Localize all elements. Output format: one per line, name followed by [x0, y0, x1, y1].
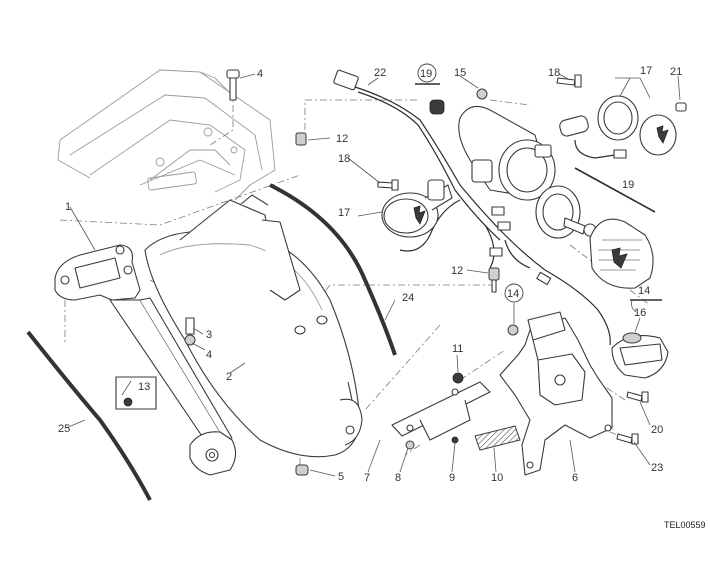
- callout-18-right: 18: [548, 67, 560, 79]
- callout-14-circled: 14: [504, 283, 524, 303]
- callout-labels: 1 2 3 4 4 5 6 7 8 9 10 11 12 12 13 14 14…: [58, 63, 682, 484]
- grommet: [429, 99, 445, 115]
- plate-light-nut: [507, 324, 519, 336]
- mudguard-screws: [184, 69, 307, 346]
- fasteners: [405, 372, 464, 450]
- callout-10: 10: [491, 472, 503, 484]
- callout-23: 23: [651, 462, 663, 474]
- side-edge-strip: [26, 330, 152, 501]
- tail-light-housing: [458, 105, 556, 201]
- spacer: [295, 464, 309, 476]
- callout-20: 20: [651, 424, 663, 436]
- callout-16: 16: [634, 307, 646, 319]
- callout-11: 11: [452, 343, 463, 355]
- callout-9: 9: [449, 472, 455, 484]
- callout-5: 5: [338, 471, 344, 483]
- callout-19-circled: 19: [417, 63, 437, 83]
- callout-15: 15: [454, 67, 466, 79]
- callout-1: 1: [65, 201, 71, 213]
- plate-holder: [499, 311, 613, 476]
- callout-25: 25: [58, 423, 70, 435]
- mount-screw: [488, 267, 500, 293]
- callout-12-lower: 12: [451, 265, 463, 277]
- rubber-nut: [476, 88, 488, 100]
- callout-19: 19: [622, 179, 634, 191]
- left-turn-indicator: [377, 179, 453, 238]
- callout-17-right: 17: [640, 65, 652, 77]
- callout-2: 2: [226, 371, 232, 383]
- frame-background: [57, 69, 276, 201]
- callout-19-circled-text: 19: [420, 68, 432, 80]
- callout-3: 3: [206, 329, 212, 341]
- callout-21: 21: [670, 66, 682, 78]
- plate-light: [611, 332, 669, 379]
- callout-14-circled-text: 14: [507, 288, 519, 300]
- callout-7: 7: [364, 472, 370, 484]
- callout-13: 13: [138, 381, 150, 393]
- reflector-bracket: [391, 381, 491, 441]
- callout-18-left: 18: [338, 153, 350, 165]
- callout-24: 24: [402, 292, 414, 304]
- callout-22: 22: [374, 67, 386, 79]
- callout-8: 8: [395, 472, 401, 484]
- callout-6: 6: [572, 472, 578, 484]
- callout-17-left: 17: [338, 207, 350, 219]
- nut-detail: [115, 376, 157, 410]
- right-turn-indicator: [556, 74, 687, 159]
- tail-light-bulb-holder: [535, 185, 597, 239]
- wiring-harness: [333, 69, 611, 346]
- mudguard-edge-strip: [269, 183, 397, 356]
- callout-4-lower: 4: [206, 349, 212, 361]
- rear-frame-bracket: [54, 244, 237, 476]
- reflector: [474, 425, 521, 451]
- plate-holder-screws: [616, 391, 649, 445]
- callout-4-upper: 4: [257, 68, 263, 80]
- reference-code: TEL00559: [664, 520, 706, 530]
- tail-light-lens: [589, 218, 654, 289]
- callout-14-bracket: 14: [638, 285, 650, 297]
- rear-mudguard: [144, 194, 363, 458]
- callout-12-upper: 12: [336, 133, 348, 145]
- leader-lines: [65, 73, 681, 477]
